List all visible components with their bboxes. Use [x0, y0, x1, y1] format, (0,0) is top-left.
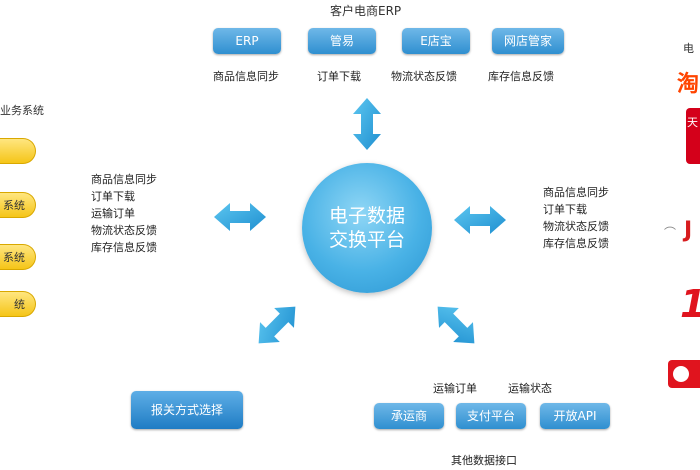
erp-button[interactable]: ERP: [213, 28, 281, 54]
left-list-item: 物流状态反馈: [91, 224, 157, 237]
right-list-item: 订单下载: [543, 203, 587, 216]
customs-method-button[interactable]: 报关方式选择: [131, 391, 243, 429]
jd-dog-icon: ⌒: [664, 226, 677, 240]
top-label-inventory: 库存信息反馈: [488, 70, 554, 83]
other-store-logo-icon: [673, 366, 689, 382]
right-list-item: 物流状态反馈: [543, 220, 609, 233]
other-data-interface-caption: 其他数据接口: [451, 454, 517, 467]
suning-logo: 1: [680, 282, 700, 326]
business-system-item-4[interactable]: 统: [0, 291, 36, 317]
left-list-item: 商品信息同步: [91, 173, 157, 186]
taobao-logo: 淘: [677, 72, 700, 97]
open-api-button[interactable]: 开放API: [540, 403, 610, 429]
bottom-label-transport-order: 运输订单: [433, 382, 477, 395]
jd-logo: J: [684, 218, 693, 243]
right-list-item: 商品信息同步: [543, 186, 609, 199]
arrow-bottom-left: [258, 306, 296, 344]
tmall-logo-text: 天: [687, 116, 698, 129]
business-system-item-1[interactable]: [0, 138, 36, 164]
top-title: 客户电商ERP: [330, 4, 402, 18]
business-system-item-3[interactable]: 系统: [0, 244, 36, 270]
left-list-item: 运输订单: [91, 207, 135, 220]
other-store-logo: [668, 360, 700, 388]
left-list-item: 库存信息反馈: [91, 241, 157, 254]
right-list-item: 库存信息反馈: [543, 237, 609, 250]
payment-platform-button[interactable]: 支付平台: [456, 403, 526, 429]
bottom-label-transport-status: 运输状态: [508, 382, 552, 395]
left-flow-list: 商品信息同步 订单下载 运输订单 物流状态反馈 库存信息反馈: [91, 171, 157, 256]
hub-line2: 交换平台: [328, 229, 405, 251]
edianbao-button[interactable]: E店宝: [402, 28, 470, 54]
business-system-title: 业务系统: [0, 104, 44, 117]
top-label-product-sync: 商品信息同步: [213, 70, 279, 83]
left-list-item: 订单下载: [91, 190, 135, 203]
arrow-right: [454, 206, 506, 234]
arrow-bottom-right: [437, 306, 475, 344]
top-label-order-download: 订单下载: [317, 70, 361, 83]
guanyi-button[interactable]: 管易: [308, 28, 376, 54]
wangdianguanjia-button[interactable]: 网店管家: [492, 28, 564, 54]
arrow-left: [214, 203, 266, 231]
business-system-item-2[interactable]: 系统: [0, 192, 36, 218]
hub-line1: 电子数据: [328, 205, 405, 227]
data-exchange-hub: 电子数据 交换平台: [302, 163, 432, 293]
tmall-logo: 天: [686, 108, 700, 164]
right-panel-title: 电: [683, 42, 694, 55]
top-label-logistics: 物流状态反馈: [391, 70, 457, 83]
right-flow-list: 商品信息同步 订单下载 物流状态反馈 库存信息反馈: [543, 184, 609, 252]
carrier-button[interactable]: 承运商: [374, 403, 444, 429]
arrow-top: [353, 98, 381, 150]
